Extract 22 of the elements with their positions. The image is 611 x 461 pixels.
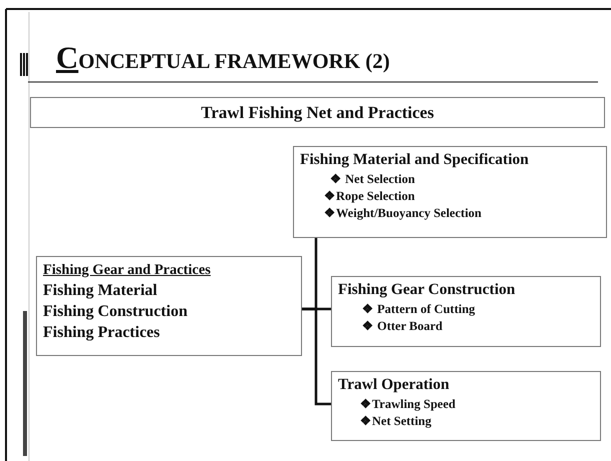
bullet-item: ❖ Otter Board bbox=[361, 318, 444, 335]
bullet-item: ❖Net Setting bbox=[359, 413, 432, 430]
box-heading: Fishing Gear and Practices bbox=[42, 261, 212, 280]
bullet-item: ❖ Net Selection bbox=[329, 171, 416, 188]
bullet-item: ❖Rope Selection bbox=[323, 188, 416, 205]
box-heading: Fishing Material and Specification bbox=[299, 150, 530, 170]
topic-box bbox=[36, 256, 302, 356]
slide-title: CONCEPTUAL FRAMEWORK (2) bbox=[56, 42, 390, 73]
bullet-item: ❖Trawling Speed bbox=[359, 396, 456, 413]
banner-title: Trawl Fishing Net and Practices bbox=[200, 102, 435, 124]
topic-item: Fishing Material bbox=[42, 281, 158, 301]
bullet-item: ❖Weight/Buoyancy Selection bbox=[323, 205, 482, 222]
connector-line bbox=[302, 308, 331, 406]
bullet-item: ❖ Pattern of Cutting bbox=[361, 301, 476, 318]
box-heading: Trawl Operation bbox=[337, 375, 450, 395]
box-heading: Fishing Gear Construction bbox=[337, 280, 516, 300]
topic-item: Fishing Construction bbox=[42, 302, 188, 322]
topic-item: Fishing Practices bbox=[42, 323, 161, 343]
topic-box bbox=[331, 276, 601, 347]
heading-box bbox=[30, 97, 605, 128]
topic-box bbox=[293, 146, 607, 238]
topic-box bbox=[331, 371, 601, 441]
